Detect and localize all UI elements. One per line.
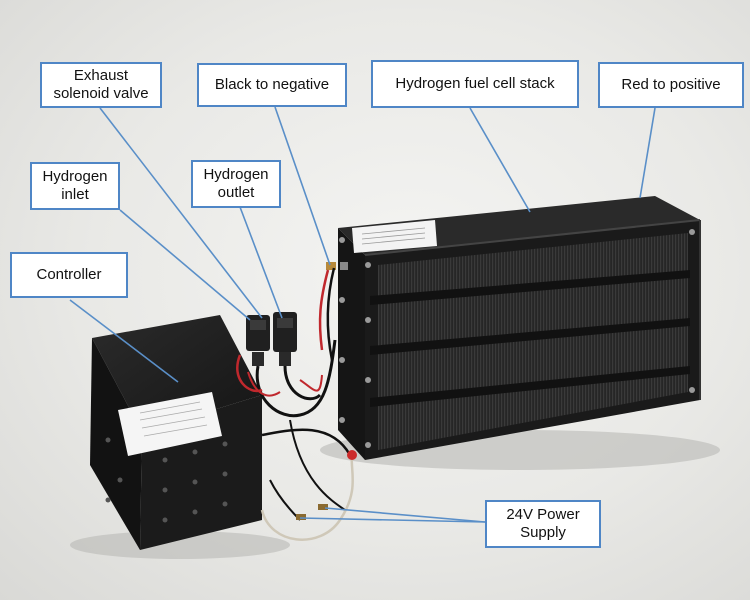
leader-lines bbox=[69, 106, 656, 523]
fuel-cell-stack bbox=[326, 196, 701, 460]
black-negative-callout: Black to negative bbox=[197, 63, 347, 107]
hydrogen-inlet-callout: Hydrogen inlet bbox=[30, 162, 120, 210]
exhaust-valve-callout: Exhaust solenoid valve bbox=[40, 62, 162, 108]
hydrogen-outlet-callout: Hydrogen outlet bbox=[191, 160, 281, 208]
controller-shadow bbox=[70, 531, 290, 559]
power-supply-callout: 24V Power Supply bbox=[485, 500, 601, 548]
controller-box bbox=[90, 315, 262, 550]
red-positive-callout: Red to positive bbox=[598, 62, 744, 108]
solenoid-valves bbox=[246, 312, 297, 366]
stack-sticker bbox=[352, 220, 437, 253]
controller-sticker bbox=[118, 392, 222, 456]
controller-callout: Controller bbox=[10, 252, 128, 298]
fuel-cell-stack-callout: Hydrogen fuel cell stack bbox=[371, 60, 579, 108]
wiring bbox=[236, 267, 357, 541]
